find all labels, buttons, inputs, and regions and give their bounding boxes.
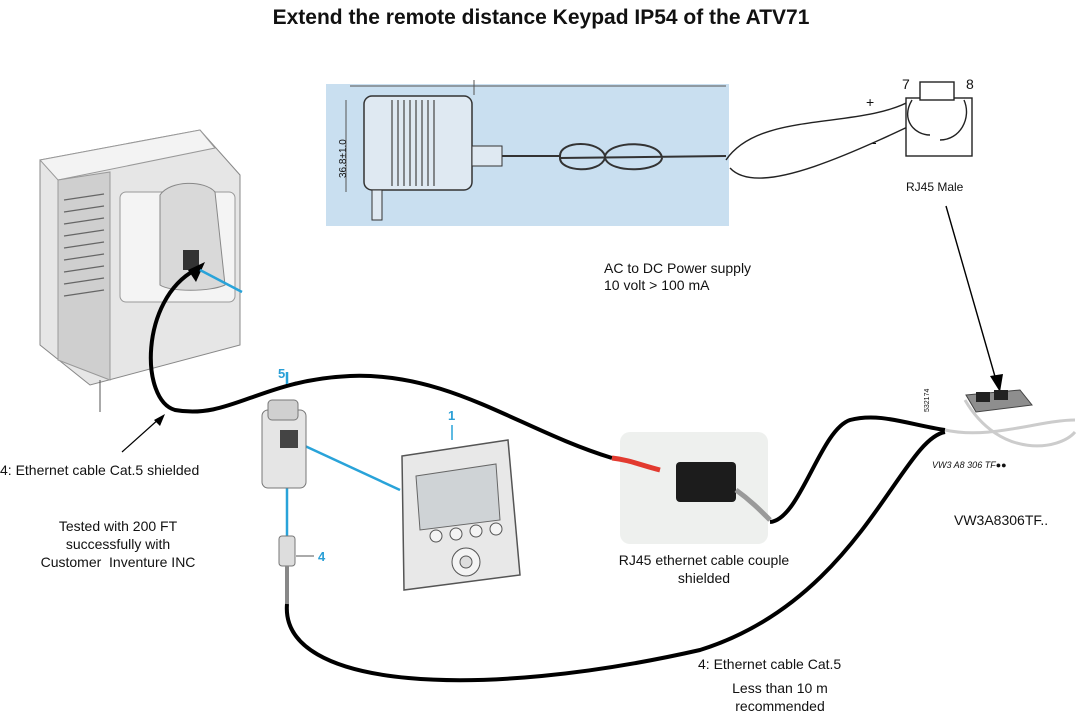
drive-cable-pointer [121, 417, 161, 453]
vw3a8306tf-adapter [944, 389, 1077, 448]
callout-keypad: 1 [448, 408, 456, 423]
ethernet-cable-bottom-line2: Less than 10 m [732, 680, 828, 696]
power-supply-dimension: 36.8±1.0 [338, 139, 349, 178]
adapter-side-code: 532174 [924, 388, 931, 412]
power-supply-label-line2: 10 volt > 100 mA [604, 277, 710, 293]
ethernet-cable-drive [148, 268, 613, 460]
rj45-male-label: RJ45 Male [906, 180, 964, 194]
test-note-line3: Customer Inventure INC [40, 554, 196, 570]
page-title: Extend the remote distance Keypad IP54 o… [272, 6, 810, 29]
rj45-male-connector [905, 81, 973, 157]
rj45-coupler [611, 415, 946, 544]
adapter-code-label: VW3A8306TF.. [954, 512, 1049, 528]
power-plus-label: + [866, 94, 875, 110]
test-note-line1: Tested with 200 FT [58, 518, 178, 534]
atv71-drive [39, 129, 241, 412]
ethernet-cable-left-label: 4: Ethernet cable Cat.5 shielded [0, 462, 200, 478]
adapter-code-small: VW3 A8 306 TF●● [932, 460, 1007, 470]
callout-cable: 4 [318, 549, 326, 564]
door-mount-kit [261, 399, 307, 489]
coupler-label-line1: RJ45 ethernet cable couple [618, 552, 790, 568]
ethernet-cable-bottom-line1: 4: Ethernet cable Cat.5 [698, 656, 842, 672]
rj45-pin-8-label: 8 [966, 76, 974, 92]
power-minus-label: - [872, 134, 877, 150]
coupler-label-line2: shielded [677, 570, 731, 586]
rj45-arrow [945, 205, 1003, 392]
ethernet-cable-bottom-line3: recommended [735, 698, 825, 714]
remote-keypad [401, 425, 521, 591]
ethernet-cable-bottom [278, 430, 946, 683]
drive-cable-arrow [188, 262, 205, 282]
power-supply-drawing [326, 80, 729, 226]
callout-door-kit: 5 [278, 366, 286, 381]
rj45-pin-7-label: 7 [902, 76, 910, 92]
test-note-line2: successfully with [65, 536, 171, 552]
drive-cable-pointer-head [154, 414, 165, 426]
power-supply-label-line1: AC to DC Power supply [604, 260, 752, 276]
blue-link-lines [199, 268, 401, 536]
